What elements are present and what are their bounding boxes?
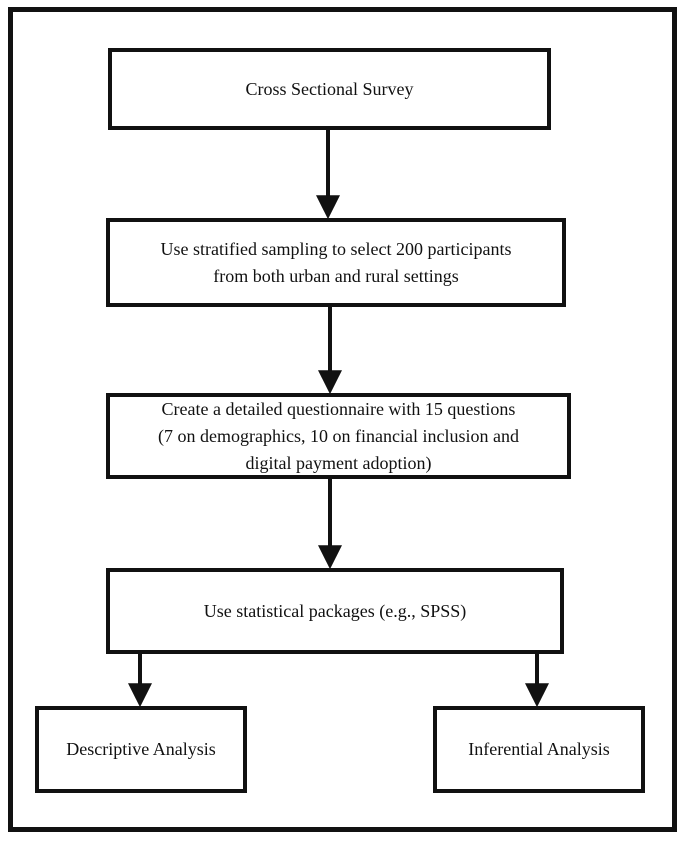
node-statistical-packages: Use statistical packages (e.g., SPSS) [106,568,564,654]
node-descriptive-analysis: Descriptive Analysis [35,706,247,793]
node-descriptive-analysis-label: Descriptive Analysis [66,739,216,759]
node-stratified-sampling: Use stratified sampling to select 200 pa… [106,218,566,307]
node-cross-sectional-survey-label: Cross Sectional Survey [245,78,414,99]
node-statistical-packages-label: Use statistical packages (e.g., SPSS) [203,600,467,621]
node-questionnaire: Create a detailed questionnaire with 15 … [106,393,571,479]
node-inferential-analysis: Inferential Analysis [433,706,645,793]
node-cross-sectional-survey: Cross Sectional Survey [108,48,551,130]
node-questionnaire-label: Create a detailed questionnaire with 15 … [158,398,519,473]
node-stratified-sampling-label: Use stratified sampling to select 200 pa… [160,238,512,286]
node-inferential-analysis-label: Inferential Analysis [468,739,610,759]
